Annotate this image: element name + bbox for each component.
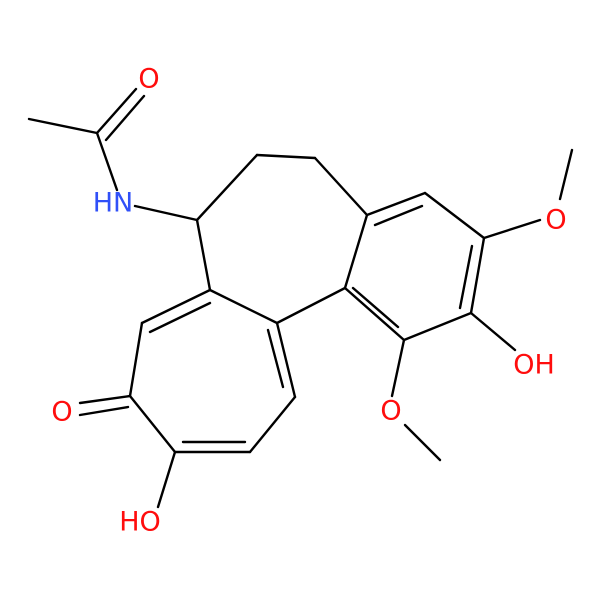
ring-c-bond-7 — [208, 288, 279, 325]
ring-c-bond-6 — [275, 321, 297, 399]
c5-c4a-bond — [313, 156, 369, 217]
ring-methoxy-bond — [482, 218, 542, 240]
nitrogen-c7-bond — [133, 204, 199, 222]
ring-a-bond-5 — [343, 286, 406, 342]
aromatic-ring — [343, 191, 486, 342]
c7-c7a-bond — [195, 218, 212, 292]
ring-a-bond-2 — [423, 191, 486, 240]
ring-a-bond-6 — [343, 213, 369, 290]
ring-c-bond-5 — [248, 395, 297, 454]
phenol-oh-label: OH — [513, 350, 555, 381]
ring-c-bond-1 — [140, 288, 212, 325]
ketone-oxygen-label: O — [51, 397, 72, 428]
amide-nh-label: HN — [93, 188, 134, 219]
substituents — [78, 148, 574, 509]
tropolone-ring — [128, 288, 297, 454]
ketone-double-bond-b — [78, 405, 130, 417]
ring-c-bond-3 — [128, 394, 177, 454]
ring-a-bond-3-inner — [458, 244, 474, 310]
biaryl-bond — [275, 286, 347, 325]
ring-methoxy-oxygen-label: O — [545, 205, 566, 236]
tropolone-hydroxyl-bond — [156, 450, 177, 509]
ring-a-bond-1 — [365, 191, 427, 217]
methyl-carbonyl-bond — [27, 117, 99, 135]
ring-a-bond-4 — [402, 311, 473, 342]
ketone-double-bond-a — [78, 394, 132, 405]
carbonyl-nitrogen-bond — [95, 131, 119, 192]
carbonyl-double-bond-a — [95, 87, 138, 135]
ring-c-bond-2 — [128, 321, 144, 398]
atom-labels: O HN O OH O O HO — [51, 64, 566, 538]
ring-c-bond-6-inner — [266, 328, 285, 389]
phenol-bond — [469, 311, 517, 352]
ring-c-bond-1-inner — [148, 301, 212, 334]
ring-a-bond-5-inner — [351, 286, 400, 329]
c6-c5-bond — [255, 153, 317, 160]
c7-c6-bond — [195, 153, 259, 222]
carbonyl-double-bond-b — [104, 94, 146, 142]
b-ring — [195, 153, 369, 325]
ring-methoxy-methyl-bond — [558, 148, 574, 201]
lower-methoxy-methyl-bond — [403, 423, 442, 462]
lower-methoxy-oxygen-label: O — [380, 396, 401, 427]
amide-oxygen-label: O — [138, 64, 159, 95]
acetamide-group — [27, 87, 199, 222]
ring-a-bond-3 — [469, 236, 486, 315]
tropolone-oh-label: HO — [119, 507, 161, 538]
ring-a-bond-1-inner — [373, 204, 424, 227]
lower-methoxy-bond — [390, 338, 406, 398]
